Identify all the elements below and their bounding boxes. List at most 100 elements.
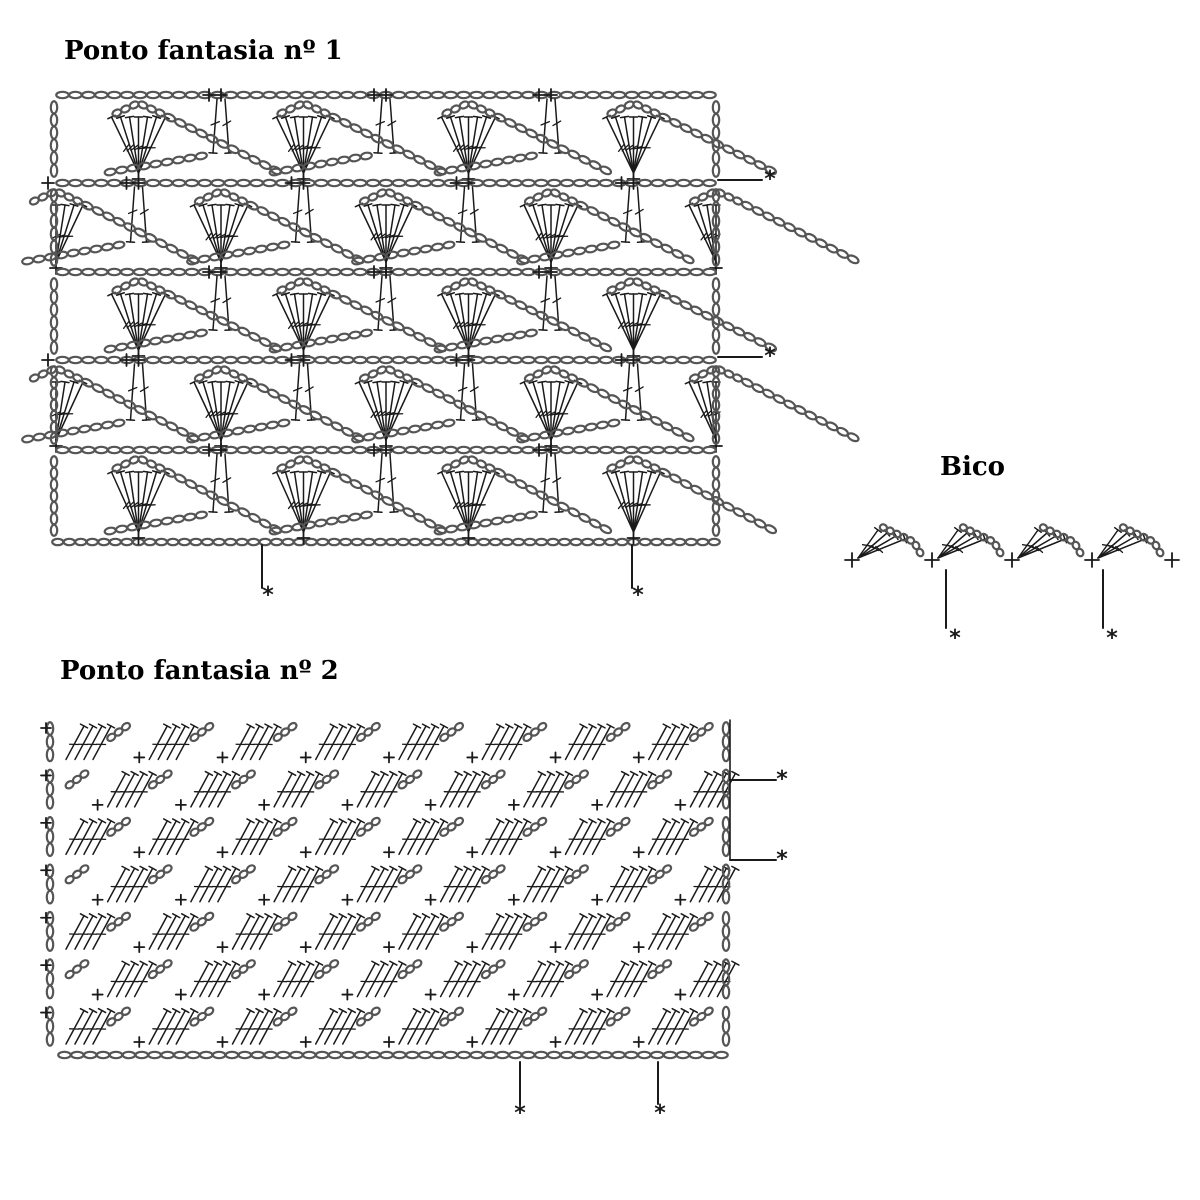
single-crochet-mark	[202, 265, 216, 279]
chain-stitches	[480, 864, 506, 885]
single-crochet-mark	[296, 176, 311, 190]
diagonal-block	[148, 1006, 215, 1045]
diagonal-block	[106, 864, 173, 903]
chain-stitches	[397, 769, 423, 790]
chain-stitches	[231, 864, 256, 885]
diagonal-block	[148, 721, 215, 761]
diagonal-block	[65, 1006, 132, 1045]
single-crochet-mark	[40, 722, 52, 734]
repeat-marker: *	[261, 544, 274, 608]
diagonal-block	[315, 1006, 381, 1045]
shell-fan	[107, 469, 170, 533]
diagonal-block	[689, 865, 740, 903]
chain-stitches	[106, 911, 132, 932]
diagonal-block	[481, 816, 548, 856]
single-crochet-mark	[131, 531, 146, 545]
single-crochet-mark	[383, 846, 395, 859]
diagonal-block	[564, 721, 631, 761]
single-crochet-mark	[216, 941, 229, 954]
single-crochet-mark	[296, 353, 311, 367]
picot-fan	[1097, 523, 1165, 559]
single-crochet-mark	[131, 176, 146, 190]
svg-text:*: *	[776, 767, 788, 792]
single-crochet-mark	[216, 846, 229, 859]
chain-stitches	[721, 816, 731, 858]
single-crochet-mark	[461, 531, 476, 545]
single-crochet-mark	[626, 353, 641, 367]
chain-stitches	[163, 467, 283, 535]
svg-text:*: *	[764, 167, 776, 192]
shell-fan	[437, 114, 500, 174]
chain-stitches	[189, 816, 215, 837]
svg-text:*: *	[1106, 626, 1118, 651]
chain-stitches	[493, 112, 613, 176]
chart2-title: Ponto fantasia nº 2	[60, 656, 339, 686]
diagonal-block	[648, 816, 714, 856]
chain-stitches	[721, 910, 731, 952]
shell-fan	[107, 291, 170, 351]
diagonal-block	[523, 959, 589, 998]
chain-stitches	[106, 721, 132, 743]
diagonal-block	[481, 1006, 548, 1045]
single-crochet-mark	[591, 798, 604, 811]
shell-fan	[602, 291, 665, 351]
svg-text:*: *	[776, 847, 788, 872]
single-crochet-mark	[40, 816, 52, 829]
shell-fan	[272, 291, 335, 351]
chain-stitches	[480, 959, 506, 980]
diagonal-block	[439, 864, 506, 903]
chain-stitches	[439, 721, 465, 743]
single-crochet-mark	[424, 798, 437, 811]
chain-stitches	[314, 959, 340, 980]
single-crochet-mark	[507, 893, 520, 906]
diagonal-block	[148, 816, 215, 856]
chain-stitches	[231, 959, 256, 980]
chain-stitches	[522, 911, 548, 932]
chain-stitches	[49, 365, 59, 445]
diagonal-block	[106, 959, 173, 998]
diagonal-block	[231, 816, 298, 856]
single-crochet-mark	[532, 265, 546, 279]
svg-text:*: *	[654, 1101, 666, 1126]
single-crochet-mark	[367, 88, 381, 102]
diagonal-block	[273, 959, 340, 998]
single-crochet-mark	[216, 751, 229, 764]
repeat-marker: *	[654, 1061, 666, 1126]
chain-stitches	[28, 365, 58, 383]
chain-stitches	[189, 1006, 215, 1027]
single-crochet-mark	[216, 1036, 229, 1048]
chain-stitches	[740, 200, 860, 265]
chain-stitches	[268, 510, 373, 536]
chain-stitches	[647, 959, 673, 980]
repeat-marker: *	[729, 767, 788, 792]
single-crochet-mark	[532, 443, 546, 457]
single-crochet-mark	[341, 798, 354, 811]
chain-stitches	[147, 769, 173, 790]
chart1-diagram	[21, 88, 860, 547]
chain-stitches	[711, 188, 721, 267]
single-crochet-mark	[214, 443, 228, 457]
single-crochet-mark	[133, 751, 146, 764]
diagonal-block	[315, 721, 381, 761]
single-crochet-mark	[40, 864, 52, 877]
single-crochet-mark	[544, 265, 558, 279]
shell-fan	[354, 202, 418, 263]
diagonal-block	[398, 816, 465, 856]
chain-stitches	[103, 328, 208, 354]
single-crochet-mark	[626, 176, 641, 190]
single-crochet-mark	[91, 988, 104, 1001]
diagonal-block	[148, 911, 215, 950]
shell-fan	[107, 114, 170, 174]
chain-stitches	[493, 467, 613, 535]
single-crochet-mark	[632, 751, 645, 764]
chain-stitches	[439, 816, 465, 837]
diagonal-block	[398, 1006, 465, 1045]
chain-stitches	[355, 911, 381, 932]
chain-stitches	[57, 1050, 729, 1060]
single-crochet-mark	[544, 443, 558, 457]
bico-diagram	[844, 523, 1180, 568]
single-crochet-mark	[174, 893, 187, 906]
single-crochet-mark	[632, 846, 645, 859]
diagonal-block	[606, 769, 673, 808]
chain-stitches	[106, 1006, 132, 1027]
